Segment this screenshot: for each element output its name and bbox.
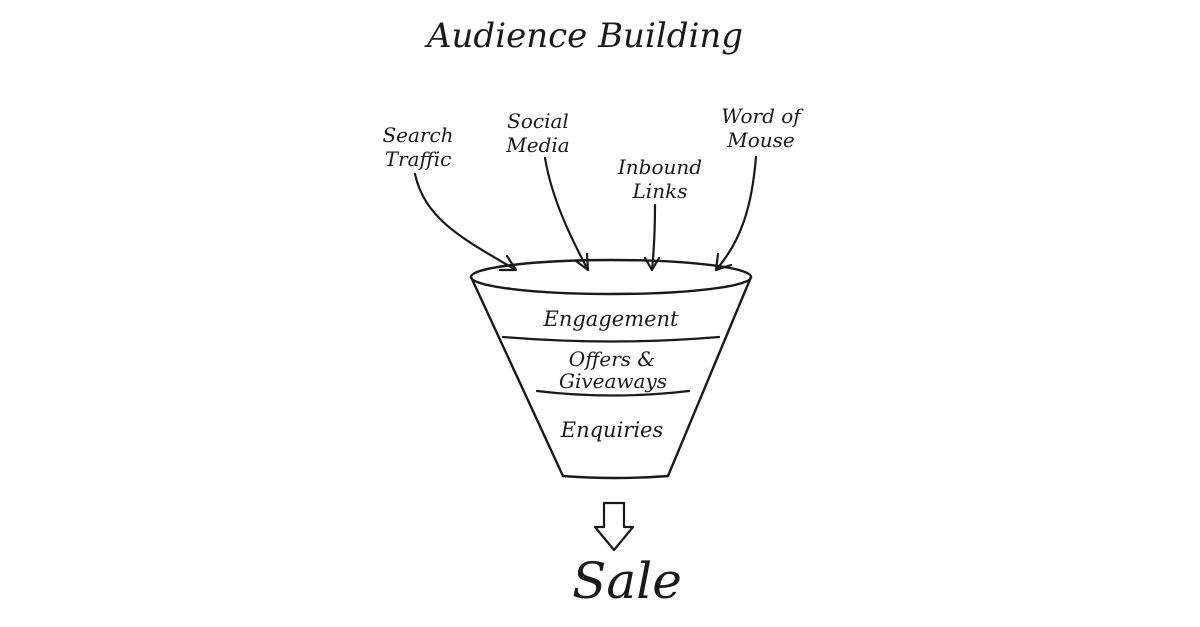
source-word-of-mouse: Word of Mouse (721, 104, 804, 152)
funnel-left-edge (469, 275, 565, 478)
source-search-traffic: Search Traffic (382, 123, 453, 171)
source-label-line1: Word of (721, 104, 804, 128)
funnel-right-edge (666, 275, 753, 478)
source-label-line2: Mouse (726, 128, 795, 152)
stage-engagement: Engagement (543, 307, 680, 331)
arrowhead-icon (498, 254, 518, 272)
arrow-search-traffic (413, 172, 518, 272)
source-label-line2: Traffic (385, 147, 452, 171)
funnel-bottom (561, 474, 670, 480)
source-label-line2: Links (632, 179, 688, 203)
source-inbound-links: Inbound Links (617, 155, 702, 203)
funnel-divider (501, 335, 721, 343)
arrow-word-of-mouse (714, 155, 758, 272)
stage-label-line1: Offers & (569, 347, 655, 371)
source-social-media: Social Media (505, 109, 569, 157)
stage-label-line2: Giveaways (559, 369, 667, 393)
arrow-social-media (543, 156, 590, 272)
stage-offers-giveaways: Offers & Giveaways (559, 347, 667, 393)
source-label-line1: Social (507, 109, 569, 133)
funnel-rim (469, 258, 753, 296)
diagram-title: Audience Building (424, 16, 743, 56)
funnel (469, 258, 753, 480)
source-label-line2: Media (505, 133, 569, 157)
source-label-line1: Search (382, 123, 453, 147)
arrow-inbound-links (650, 203, 657, 272)
outcome-label: Sale (572, 552, 682, 610)
source-arrows (413, 155, 758, 272)
funnel-divider (535, 389, 691, 397)
down-arrow-icon (593, 501, 635, 552)
source-label-line1: Inbound (617, 155, 702, 179)
stage-enquiries: Enquiries (560, 418, 664, 442)
